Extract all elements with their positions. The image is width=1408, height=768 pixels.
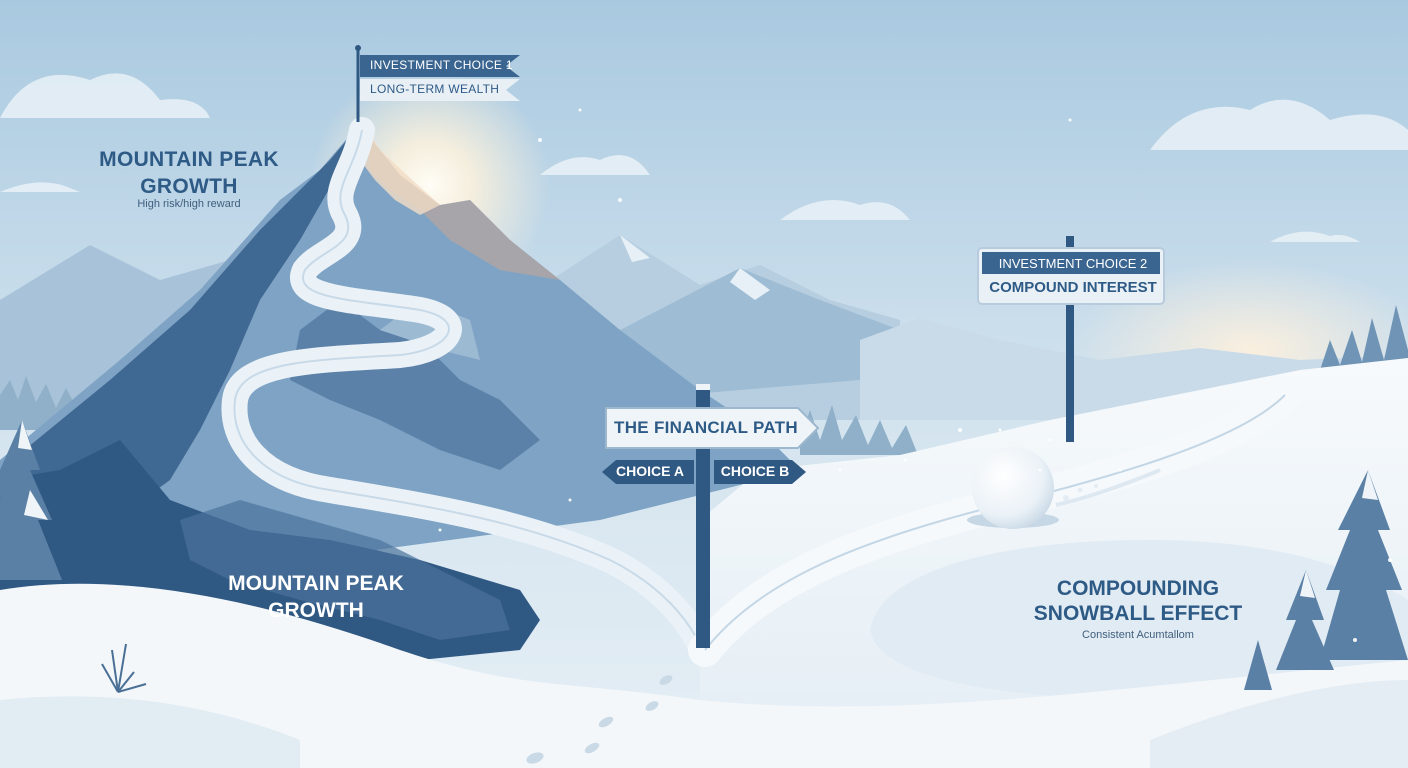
investment-sign-2 — [977, 236, 1165, 442]
snowball-effect-title: COMPOUNDING SNOWBALL EFFECT — [1033, 577, 1243, 625]
financial-path-sign: THE FINANCIAL PATH — [614, 418, 798, 437]
snowball-effect-subtitle: Consistent Acumtallom — [1082, 629, 1194, 641]
flag-label-long-term-wealth: LONG-TERM WEALTH — [370, 82, 500, 96]
foreground-snow — [0, 583, 1408, 768]
snow-field-right — [688, 358, 1408, 768]
peak-growth-title: MOUNTAIN PEAK GROWTH — [99, 148, 279, 198]
peak-growth-title-lower: MOUNTAIN PEAK GROWTH — [228, 572, 404, 622]
grass-tuft — [101, 643, 147, 693]
choice-b-arrow: CHOICE B — [720, 463, 790, 479]
footprints — [526, 675, 673, 764]
peak-flag — [355, 45, 520, 122]
main-mountain — [0, 122, 800, 660]
snowball — [967, 447, 1161, 529]
sign-label-choice-2: INVESTMENT CHOICE 2 — [998, 256, 1148, 271]
sign-label-compound-interest: COMPOUND INTEREST — [989, 279, 1157, 296]
peak-growth-subtitle: High risk/high reward — [137, 198, 241, 210]
signpost — [602, 384, 820, 648]
clouds — [0, 73, 1408, 242]
flag-label-choice-1: INVESTMENT CHOICE 1 — [370, 58, 513, 72]
choice-a-arrow: CHOICE A — [616, 463, 684, 479]
snowflakes — [438, 108, 1392, 642]
pine-trees-right — [1244, 470, 1408, 690]
